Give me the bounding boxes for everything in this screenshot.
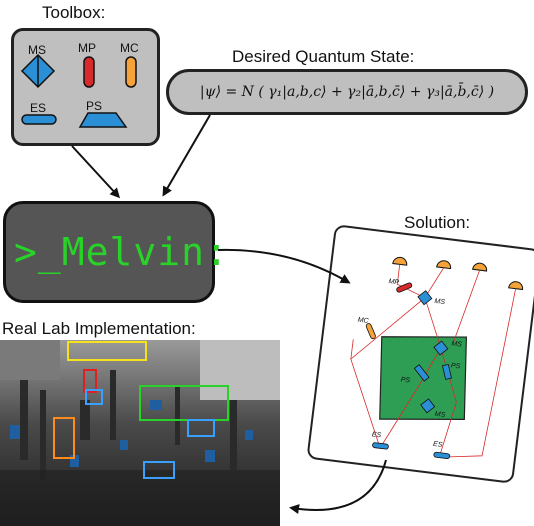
solution-title: Solution: xyxy=(404,213,471,232)
solution-label-ms-1: MS xyxy=(434,298,446,306)
entanglement-source-icon xyxy=(21,114,57,125)
mirror-splitter-icon xyxy=(420,398,436,414)
highlight-blue xyxy=(143,461,175,479)
tool-label-mc: MC xyxy=(120,41,139,55)
highlight-yellow xyxy=(67,341,147,361)
solution-label-es-2: ES xyxy=(433,441,443,449)
state-formula: |ψ⟩ = N ( γ₁|a,b,c⟩ + γ₂|ā,b,c̄⟩ + γ₃|ā,… xyxy=(199,84,495,100)
solution-label-ps-1: PS xyxy=(400,376,410,384)
melvin-terminal-text: >_Melvin: xyxy=(14,230,229,274)
highlight-red xyxy=(83,369,97,393)
toolbox-panel: MS MP MC ES PS xyxy=(11,28,160,146)
tool-label-ps: PS xyxy=(86,99,103,113)
toolbox-icons xyxy=(20,53,137,128)
tool-label-ms: MS xyxy=(28,43,46,57)
arrow-solution-to-lab xyxy=(289,459,387,515)
highlight-orange xyxy=(53,417,75,459)
entanglement-source-icon xyxy=(433,451,451,459)
arrow-state-to-terminal xyxy=(162,114,211,197)
tool-label-mp: MP xyxy=(78,41,96,55)
mode-converter-icon xyxy=(365,323,376,340)
prism-splitter-icon xyxy=(78,112,128,128)
state-title: Desired Quantum State: xyxy=(232,47,415,66)
highlight-blue xyxy=(85,389,103,405)
solution-setup-card: MP MS MC MS PS PS MS ES ES xyxy=(306,224,534,484)
solution-label-ms-2: MS xyxy=(451,340,463,348)
solution-label-mc: MC xyxy=(357,317,370,325)
highlight-green xyxy=(139,385,229,421)
prism-splitter-icon xyxy=(442,363,452,380)
prism-splitter-icon xyxy=(413,364,430,382)
toolbox-title: Toolbox: xyxy=(42,3,106,22)
mode-converter-icon xyxy=(125,56,137,88)
highlight-blue xyxy=(187,419,215,437)
state-formula-box: |ψ⟩ = N ( γ₁|a,b,c⟩ + γ₂|ā,b,c̄⟩ + γ₃|ā,… xyxy=(166,69,528,115)
lab-photo xyxy=(0,340,280,526)
solution-label-ps-2: PS xyxy=(450,362,460,370)
melvin-terminal: >_Melvin: xyxy=(3,201,228,303)
mirror-splitter-icon xyxy=(20,53,56,89)
mirror-splitter-icon xyxy=(417,290,433,306)
solution-label-ms-3: MS xyxy=(434,411,446,419)
solution-setup-diagram: MP MS MC MS PS PS MS ES ES xyxy=(350,256,524,459)
lab-title: Real Lab Implementation: xyxy=(2,319,196,338)
phase-mirror-icon xyxy=(83,56,95,88)
phase-mirror-icon xyxy=(396,282,413,293)
arrow-toolbox-to-terminal xyxy=(71,145,121,199)
tool-label-es: ES xyxy=(30,101,47,115)
entanglement-source-icon xyxy=(372,442,389,450)
detector-icon xyxy=(392,256,524,291)
solution-label-mp: MP xyxy=(388,278,400,286)
mirror-splitter-icon xyxy=(433,340,449,356)
lab-photo-drawing xyxy=(0,340,280,526)
solution-label-es-1: ES xyxy=(371,431,381,439)
